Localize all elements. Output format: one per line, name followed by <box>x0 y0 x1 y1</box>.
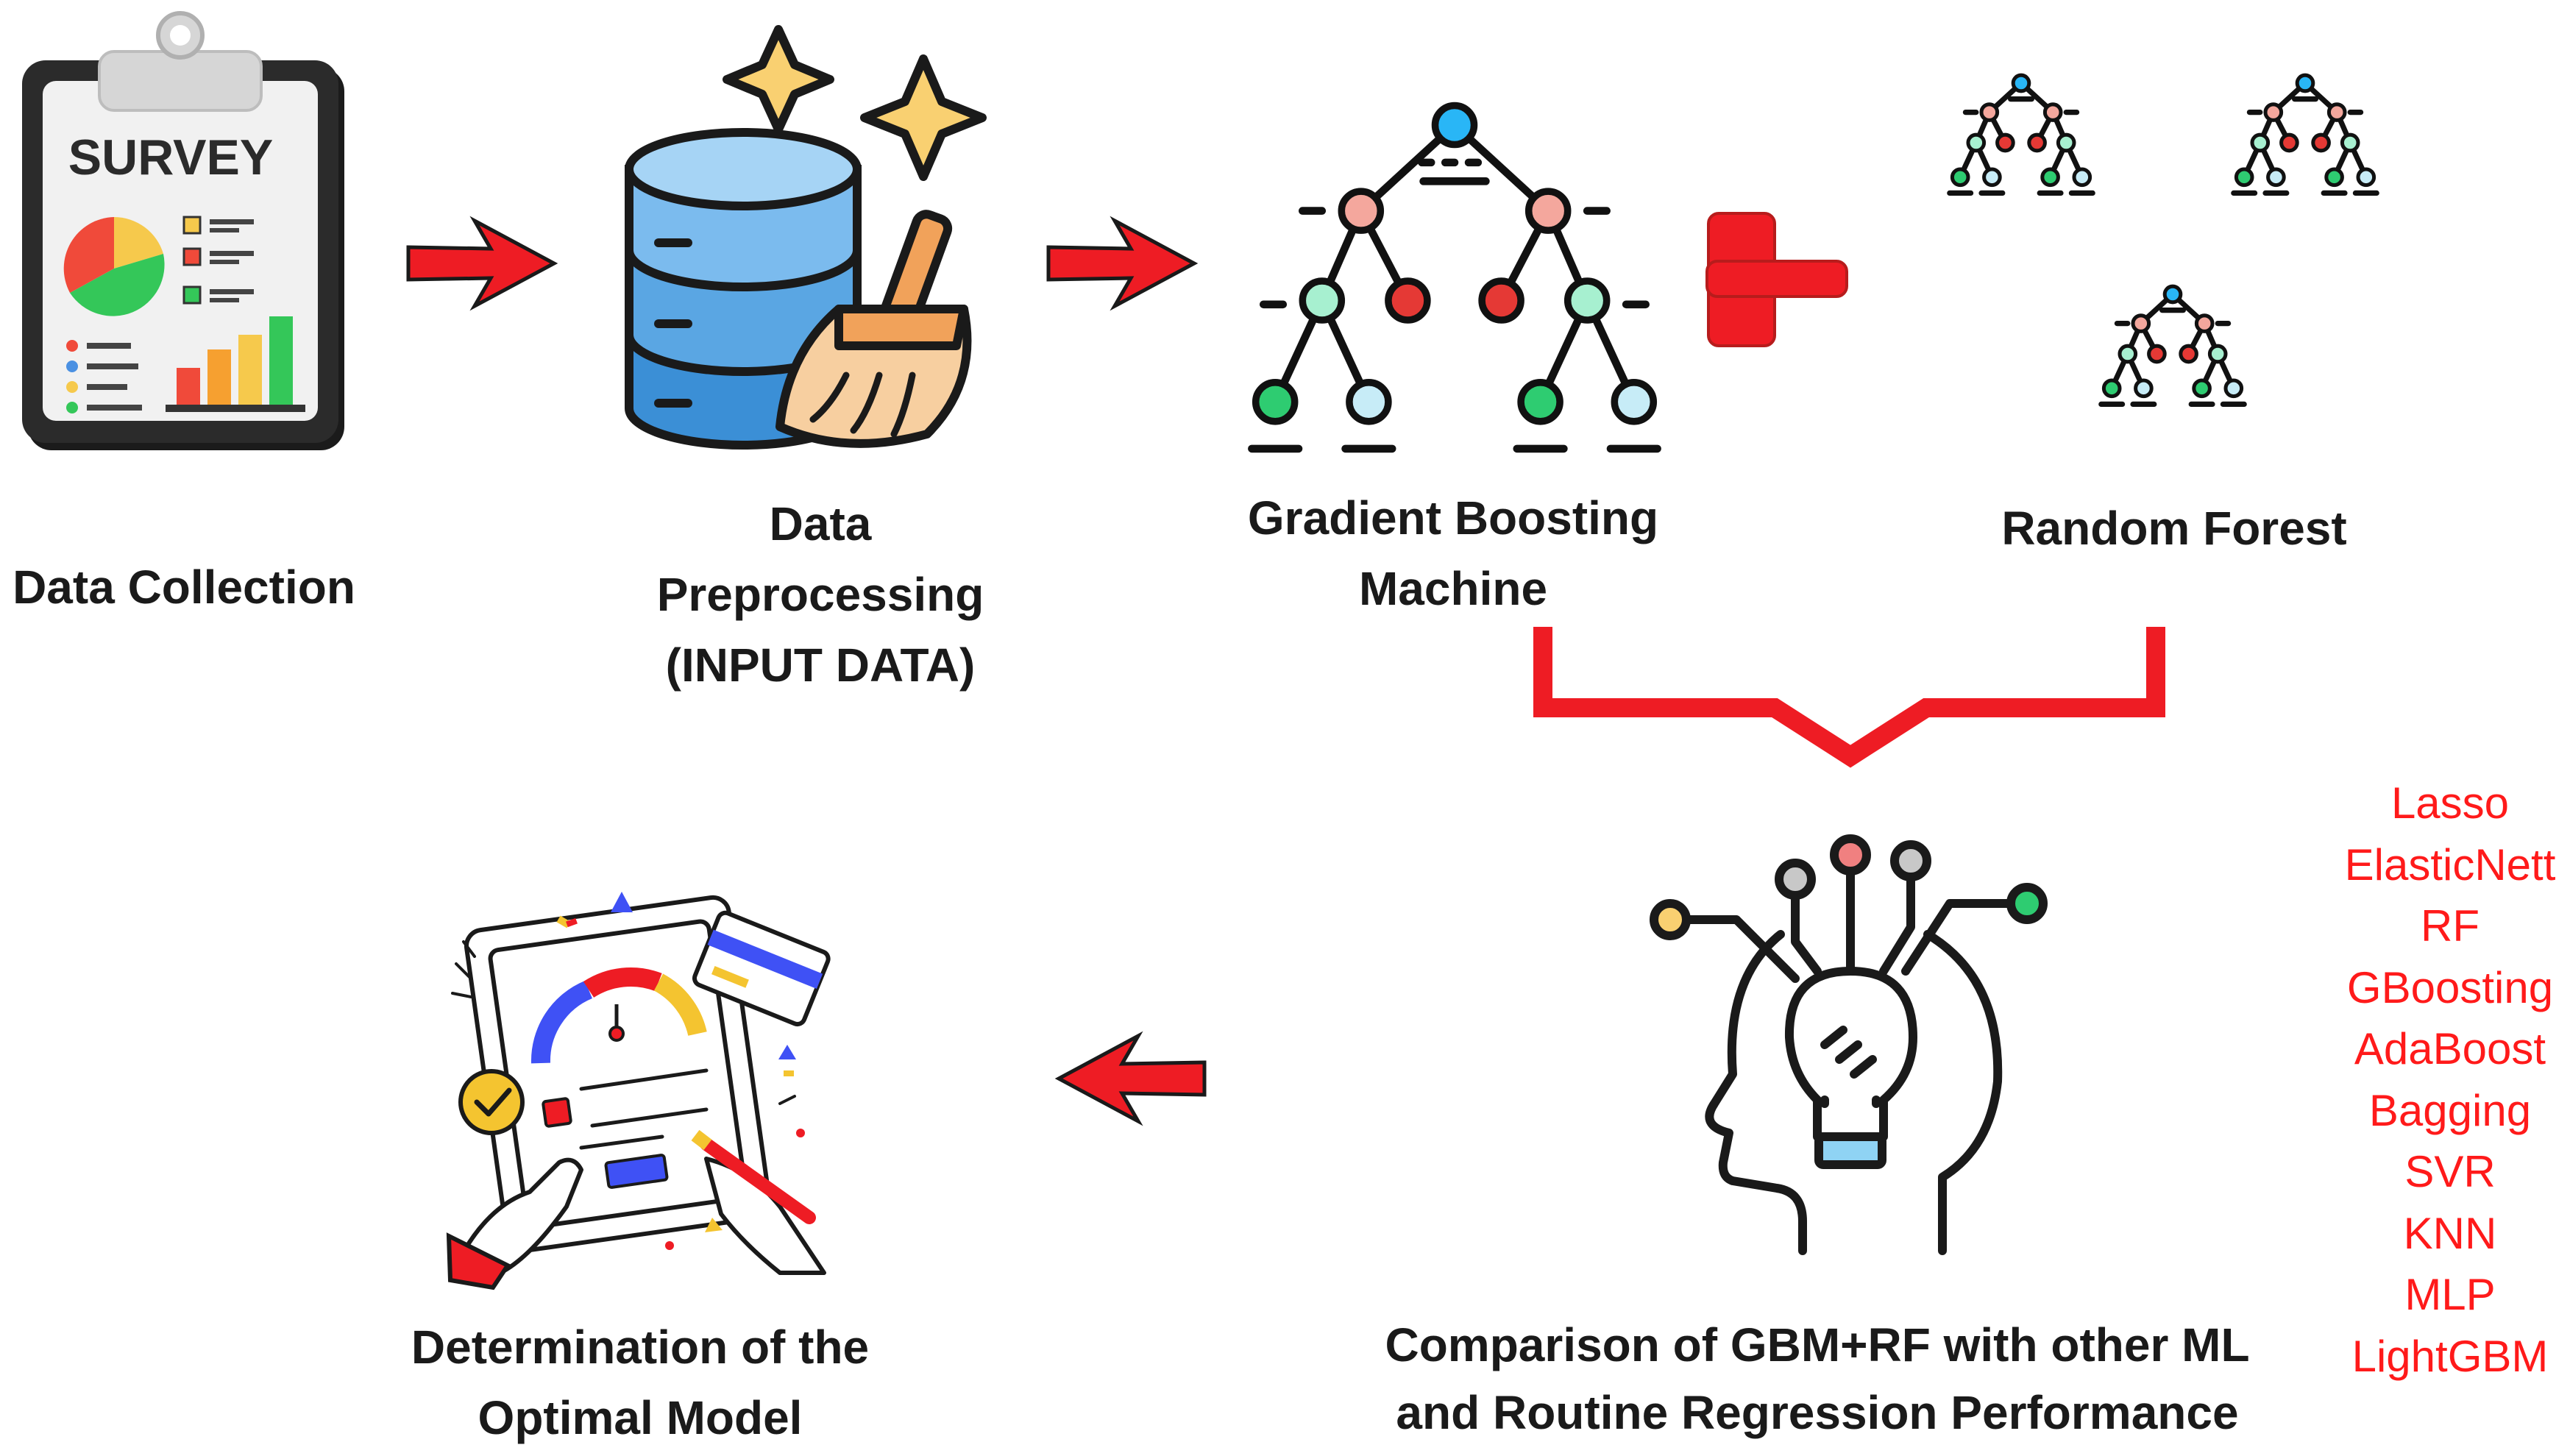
comparison-line-1: Comparison of GBM+RF with other ML <box>1385 1318 2250 1371</box>
comparison-label: Comparison of GBM+RF with other ML and R… <box>1324 1311 2310 1446</box>
arrow-comparison-to-optimal <box>1059 1036 1204 1121</box>
gbm-line-1: Gradient Boosting <box>1247 491 1659 544</box>
survey-clipboard-icon: SURVEY <box>22 11 344 450</box>
preprocessing-line-3: (INPUT DATA) <box>665 639 976 692</box>
database-broom-icon <box>625 25 987 450</box>
model-item: GBoosting <box>2346 962 2554 1012</box>
model-item: LightGBM <box>2351 1331 2549 1381</box>
model-item: RF <box>2421 901 2480 951</box>
model-item: ElasticNett <box>2344 839 2556 889</box>
tree-forest-icon <box>1950 75 2376 404</box>
model-item: KNN <box>2403 1208 2497 1258</box>
arrow-collection-to-preprocessing <box>408 221 554 306</box>
model-list: Lasso ElasticNett RF GBoosting AdaBoost … <box>2332 773 2568 1387</box>
tablet-gauge-icon <box>446 892 831 1290</box>
arrow-preprocessing-to-gbm <box>1048 221 1194 306</box>
model-item: AdaBoost <box>2354 1024 2546 1073</box>
preprocessing-line-1: Data <box>769 497 872 550</box>
model-item: Lasso <box>2390 778 2510 828</box>
data-preprocessing-label: Data Preprocessing (INPUT DATA) <box>581 489 1059 700</box>
optimal-line-2: Optimal Model <box>478 1391 803 1444</box>
survey-icon-text: SURVEY <box>68 129 273 185</box>
random-forest-text: Random Forest <box>2001 502 2347 555</box>
data-collection-text: Data Collection <box>13 561 355 614</box>
model-item: SVR <box>2404 1147 2496 1196</box>
preprocessing-line-2: Preprocessing <box>656 568 984 621</box>
merge-bracket-arrow <box>1533 627 2165 768</box>
gradient-boosting-label: Gradient Boosting Machine <box>1170 483 1736 624</box>
gbm-line-2: Machine <box>1358 562 1548 615</box>
optimal-model-label: Determination of the Optimal Model <box>346 1312 934 1453</box>
random-forest-label: Random Forest <box>1928 493 2421 564</box>
optimal-line-1: Determination of the <box>411 1321 870 1374</box>
model-item: MLP <box>2404 1270 2496 1319</box>
decision-tree-icon <box>1252 106 1657 449</box>
comparison-line-2: and Routine Regression Performance <box>1396 1386 2239 1439</box>
sparkle-icon <box>723 25 987 181</box>
plus-icon <box>1705 212 1848 347</box>
model-item: Bagging <box>2368 1085 2532 1135</box>
data-collection-label: Data Collection <box>0 552 368 622</box>
ai-head-lightbulb-icon <box>1650 834 2048 1255</box>
